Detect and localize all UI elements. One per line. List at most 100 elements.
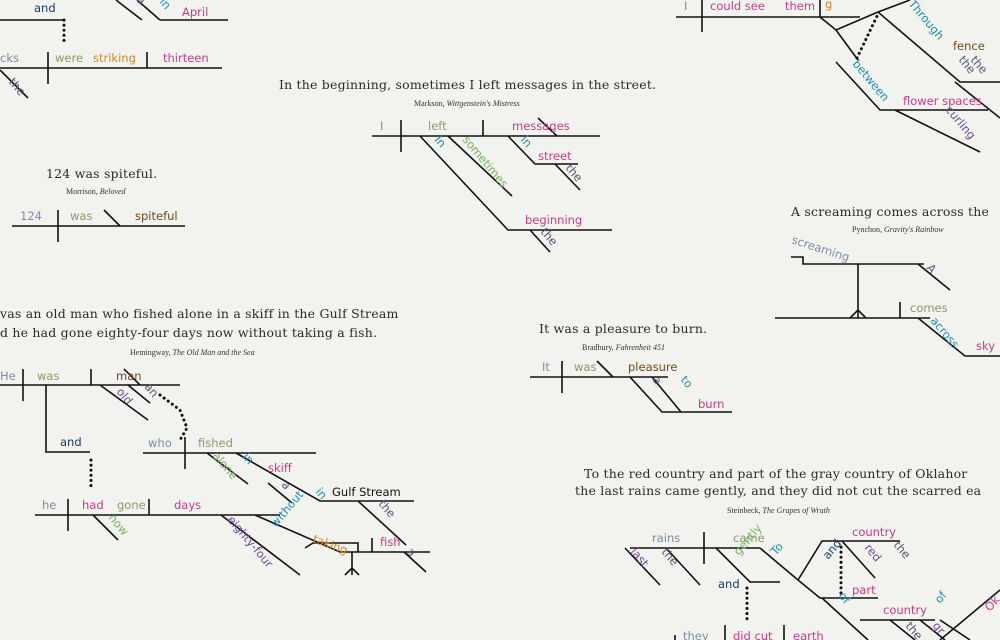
diagram-word-article: a (404, 545, 419, 559)
diag-line (939, 589, 1000, 640)
diagram-word-object: flower spaces (903, 94, 982, 108)
diagram-word-subject: he (42, 498, 56, 512)
diagram-word-object: messages (512, 119, 570, 133)
diag-line (507, 135, 581, 191)
diagram-word-preposition: without (268, 487, 307, 529)
diag-line (877, 11, 1000, 119)
diag-line (0, 368, 180, 401)
diagram-word-gerund: taking (311, 532, 350, 557)
diagram-word-article: the (538, 225, 561, 248)
diagram-word-adjective: red (862, 541, 885, 564)
diag-line (530, 360, 668, 393)
diagram-word-object: thirteen (163, 51, 209, 65)
diagram-word-article: a (650, 373, 665, 387)
diag-line (304, 542, 360, 576)
diagram-word-object: beginning (525, 213, 582, 227)
citation-bradbury: Bradbury, Fahrenheit 451 (582, 343, 665, 352)
diagram-word-object: had (82, 498, 104, 512)
diagram-word-preposition: of (932, 588, 950, 606)
citation-markson: Markson, Wittgenstein's Mistress (414, 99, 520, 108)
diag-line (220, 514, 301, 576)
diagram-word-object: country (852, 525, 896, 539)
diagram-word-article: a (279, 478, 294, 492)
sentence-markson: In the beginning, sometimes I left messa… (279, 77, 657, 92)
diag-line (715, 547, 780, 583)
diagram-word-subject: cks (0, 51, 19, 65)
diagram-word-gerund: striking (93, 51, 136, 65)
diagram-word-subject: I (380, 119, 383, 133)
diag-line (624, 532, 760, 586)
sentence-pynchon: A screaming comes across the (791, 204, 990, 219)
diag-line (92, 514, 119, 541)
diag-line (12, 209, 185, 242)
diag-conj-dots (158, 393, 189, 442)
diagram-word-object: country (883, 603, 927, 617)
diag-line (797, 579, 878, 640)
diagram-word-object: part (852, 583, 876, 597)
diag-line (759, 540, 900, 581)
diagram-word-article: A (924, 261, 940, 276)
diagram-word-subject: He (0, 369, 16, 383)
diagram-word-verb: comes (910, 301, 948, 315)
diagram-word-subject: they (683, 629, 709, 640)
diagram-word-object: street (538, 149, 572, 163)
diagram-word-object: days (174, 498, 201, 512)
diagram-word-gerund: g (825, 0, 832, 11)
citation-morrison: Morrison, Beloved (66, 187, 126, 196)
diag-line (917, 263, 951, 291)
diag-line (254, 514, 430, 553)
diagram-word-noun: spiteful (135, 209, 178, 223)
diagram-word-preposition: in (313, 485, 330, 502)
diagram-word-object: fish (380, 535, 401, 549)
diag-line (775, 302, 930, 319)
diagram-word-verb: left (428, 119, 447, 133)
diagram-word-verb: fished (198, 436, 233, 450)
sentence-bradbury: It was a pleasure to burn. (539, 321, 708, 336)
diag-line (115, 0, 228, 21)
diagram-word-conjunction: and (34, 1, 56, 15)
diagram-word-subject: who (148, 436, 172, 450)
diag-line (674, 625, 785, 640)
diag-conj-dots (855, 12, 880, 60)
diagram-word-object: did cut (733, 629, 773, 640)
diagram-word-object: April (182, 5, 208, 19)
diag-line (629, 376, 732, 413)
diag-line (372, 117, 600, 152)
diagram-word-verb: came (733, 531, 765, 545)
diagram-word-object: Ok (982, 593, 1000, 614)
diagram-word-conjunction: and (60, 435, 82, 449)
diag-line (791, 256, 924, 319)
diag-line (45, 385, 90, 453)
diagram-word-verb: were (55, 51, 83, 65)
diagram-word-object: burn (698, 397, 724, 411)
diagram-word-subject: 124 (20, 209, 42, 223)
citation-pynchon: Pynchon, Gravity's Rainbow (852, 225, 944, 234)
diag-line (419, 135, 612, 253)
diagram-word-noun: man (116, 369, 142, 383)
citation-steinbeck: Steinbeck, The Grapes of Wrath (727, 506, 830, 515)
diagram-word-subject: I (684, 0, 687, 13)
sentence-hemingway-line2: d he had gone eighty-four days now witho… (0, 325, 378, 340)
diag-line (143, 437, 316, 469)
diag-line (835, 29, 988, 153)
diag-line (917, 317, 1000, 357)
diag-line (357, 500, 407, 546)
diag-line (35, 499, 280, 531)
diagram-word-verb: was (574, 360, 596, 374)
diagram-word-object: them (785, 0, 815, 13)
diag-line (99, 384, 151, 421)
diagram-word-verb: gone (117, 498, 146, 512)
diagram-word-noun: pleasure (628, 360, 677, 374)
diag-line (860, 619, 946, 640)
diagram-word-subject: rains (652, 531, 680, 545)
sentence-steinbeck-line1: To the red country and part of the gray … (584, 466, 968, 481)
sentence-morrison: 124 was spiteful. (46, 166, 158, 181)
diagram-word-preposition: across (928, 314, 962, 351)
sentence-hemingway-line1: vas an old man who fished alone in a ski… (0, 306, 399, 321)
diagram-word-plain: Gulf Stream (332, 485, 401, 499)
diagram-word-preposition: Through (905, 0, 947, 42)
diagram-word-article: an (142, 380, 162, 400)
diagram-word-object: earth (793, 629, 824, 640)
